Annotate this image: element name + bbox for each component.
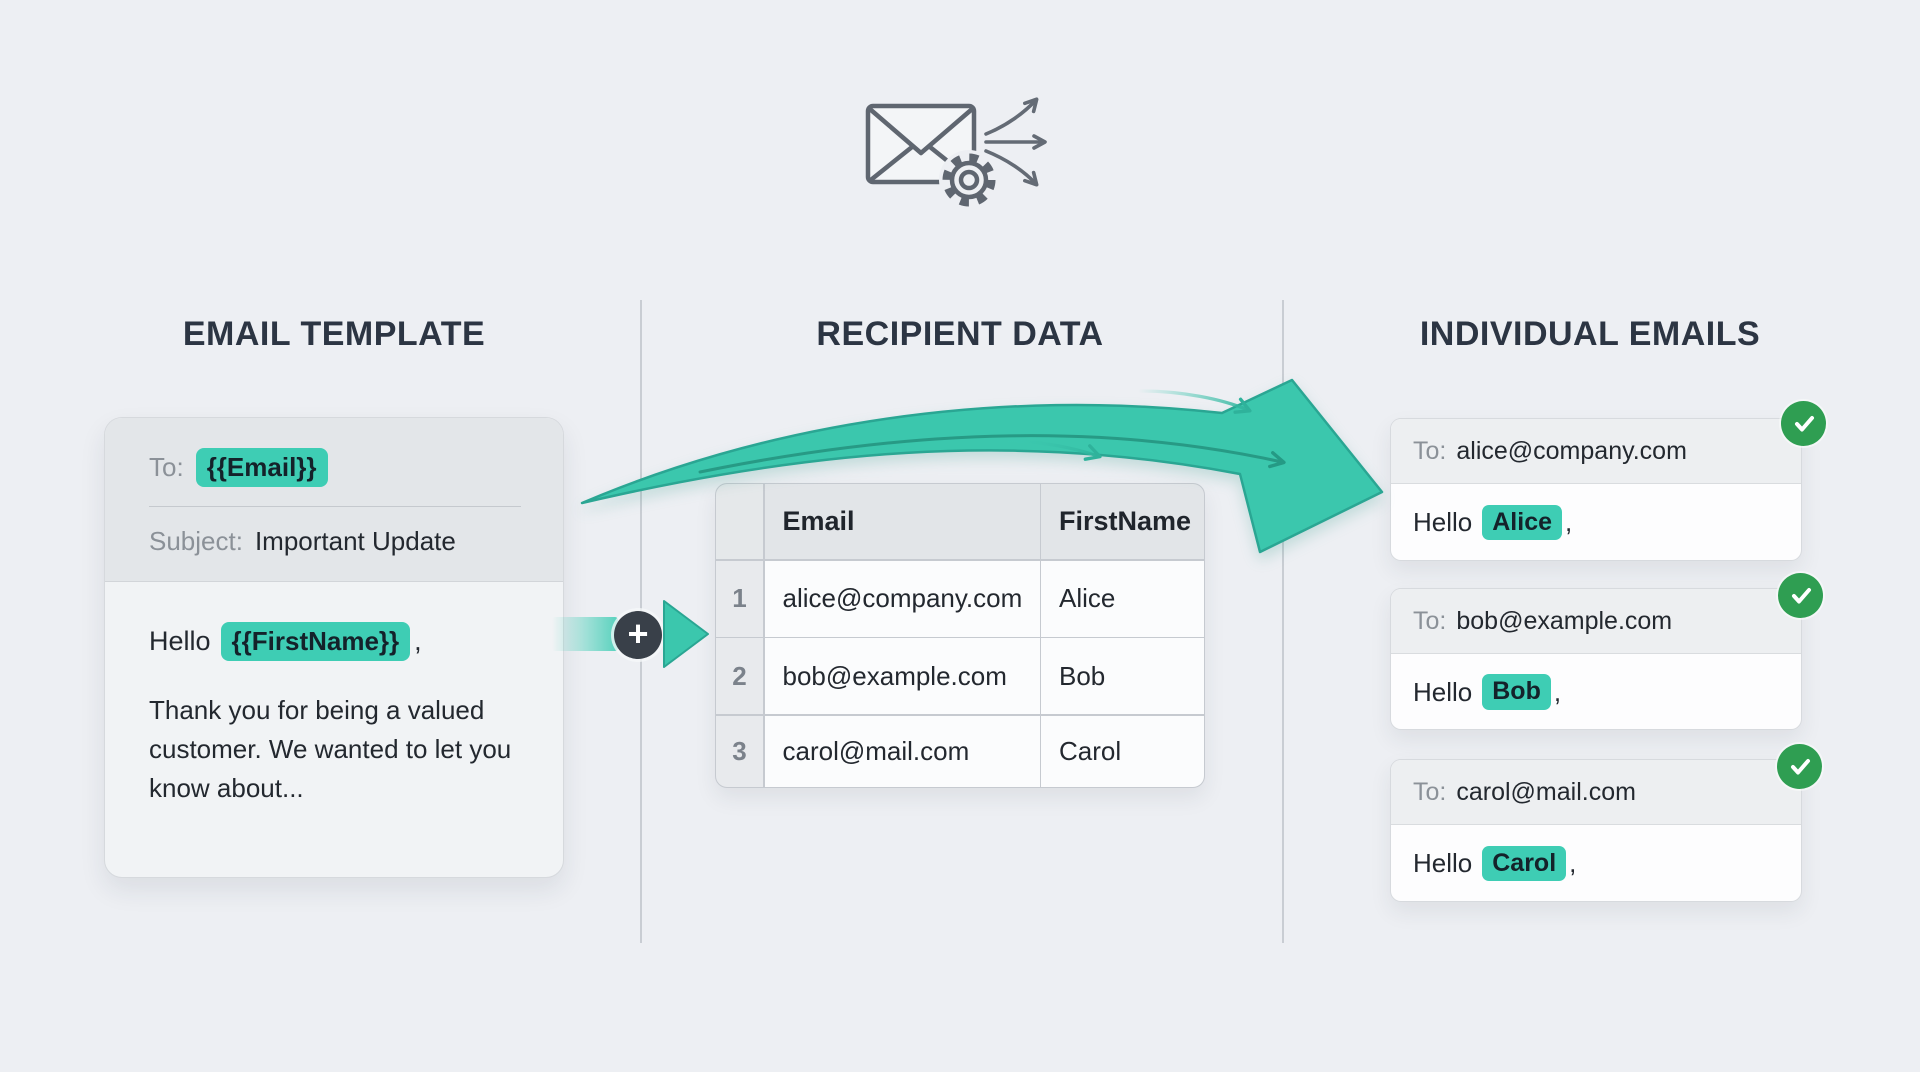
check-badge	[1778, 573, 1823, 618]
section-divider-right	[1282, 300, 1284, 943]
cell-firstname: Bob	[1041, 638, 1204, 714]
email-card-carol: To: carol@mail.com Hello Carol ,	[1390, 759, 1802, 902]
email-card-alice: To: alice@company.com Hello Alice ,	[1390, 418, 1802, 561]
merge-fade-band	[552, 617, 618, 651]
check-icon	[1794, 415, 1814, 431]
email-template-card: To: {{Email}} Subject: Important Update …	[104, 417, 564, 878]
cell-email: carol@mail.com	[764, 715, 1040, 787]
column-header-firstname: FirstName	[1041, 484, 1204, 559]
template-header: To: {{Email}} Subject: Important Update	[105, 418, 563, 582]
section-title-email-template: EMAIL TEMPLATE	[182, 315, 486, 353]
row-number: 2	[716, 638, 763, 714]
template-subject-row: Subject: Important Update	[149, 526, 521, 557]
mail-header: To: bob@example.com	[1391, 589, 1801, 654]
header-divider	[149, 505, 521, 507]
merged-name-chip: Alice	[1482, 504, 1563, 541]
subject-label: Subject:	[149, 525, 243, 556]
check-icon	[1791, 587, 1811, 603]
variable-chip-email: {{Email}}	[195, 448, 328, 487]
to-value: bob@example.com	[1456, 606, 1673, 635]
subject-value: Important Update	[254, 525, 456, 556]
gear-icon	[939, 150, 999, 210]
variable-chip-firstname: {{FirstName}}	[220, 622, 411, 661]
merged-name-chip: Bob	[1482, 674, 1551, 710]
envelope-gear-fanout-icon	[865, 97, 1047, 210]
recipient-table: Email FirstName 1 alice@company.com Alic…	[715, 483, 1205, 788]
fanout-arrows-icon	[984, 97, 1047, 187]
greeting-prefix: Hello	[1413, 507, 1473, 537]
check-badge	[1777, 744, 1822, 789]
merge-arrow-small-icon	[663, 600, 709, 668]
email-card-bob: To: bob@example.com Hello Bob ,	[1390, 588, 1802, 730]
mail-body: Hello Carol ,	[1391, 825, 1801, 902]
to-value: carol@mail.com	[1456, 777, 1636, 806]
template-body-text: Thank you for being a valued customer. W…	[149, 694, 512, 803]
table-corner-cell	[716, 484, 763, 559]
mail-body: Hello Alice ,	[1391, 484, 1801, 561]
row-number: 1	[716, 560, 763, 637]
template-greeting-line: Hello {{FirstName}} ,	[149, 622, 523, 661]
check-icon	[1790, 758, 1810, 774]
greeting-prefix: Hello	[1413, 848, 1473, 878]
to-label: To:	[1413, 606, 1447, 635]
plus-icon: +	[614, 611, 662, 659]
mail-header: To: alice@company.com	[1391, 419, 1801, 484]
to-label: To:	[149, 451, 184, 482]
greeting-comma: ,	[414, 625, 422, 656]
accent-arrow-icon	[1002, 439, 1102, 461]
column-header-email: Email	[764, 484, 1040, 559]
mail-body: Hello Bob ,	[1391, 654, 1801, 730]
to-value: alice@company.com	[1456, 436, 1687, 465]
section-title-recipient-data: RECIPIENT DATA	[816, 315, 1104, 353]
to-label: To:	[1413, 777, 1447, 806]
cell-email: bob@example.com	[764, 638, 1040, 714]
accent-arrow-icon	[1138, 389, 1252, 414]
template-to-row: To: {{Email}}	[149, 448, 521, 487]
check-badge	[1781, 401, 1826, 446]
mail-header: To: carol@mail.com	[1391, 760, 1801, 825]
section-title-individual-emails: INDIVIDUAL EMAILS	[1419, 315, 1761, 353]
greeting-comma: ,	[1565, 507, 1573, 537]
cell-email: alice@company.com	[764, 560, 1040, 637]
greeting-prefix: Hello	[149, 625, 211, 656]
to-label: To:	[1413, 436, 1447, 465]
greeting-prefix: Hello	[1413, 676, 1473, 707]
greeting-comma: ,	[1553, 676, 1562, 707]
cell-firstname: Alice	[1041, 560, 1204, 637]
greeting-comma: ,	[1569, 848, 1577, 878]
row-number: 3	[716, 715, 763, 787]
merged-name-chip: Carol	[1482, 845, 1567, 882]
cell-firstname: Carol	[1041, 715, 1204, 787]
template-body: Hello {{FirstName}} , Thank you for bein…	[105, 582, 563, 808]
